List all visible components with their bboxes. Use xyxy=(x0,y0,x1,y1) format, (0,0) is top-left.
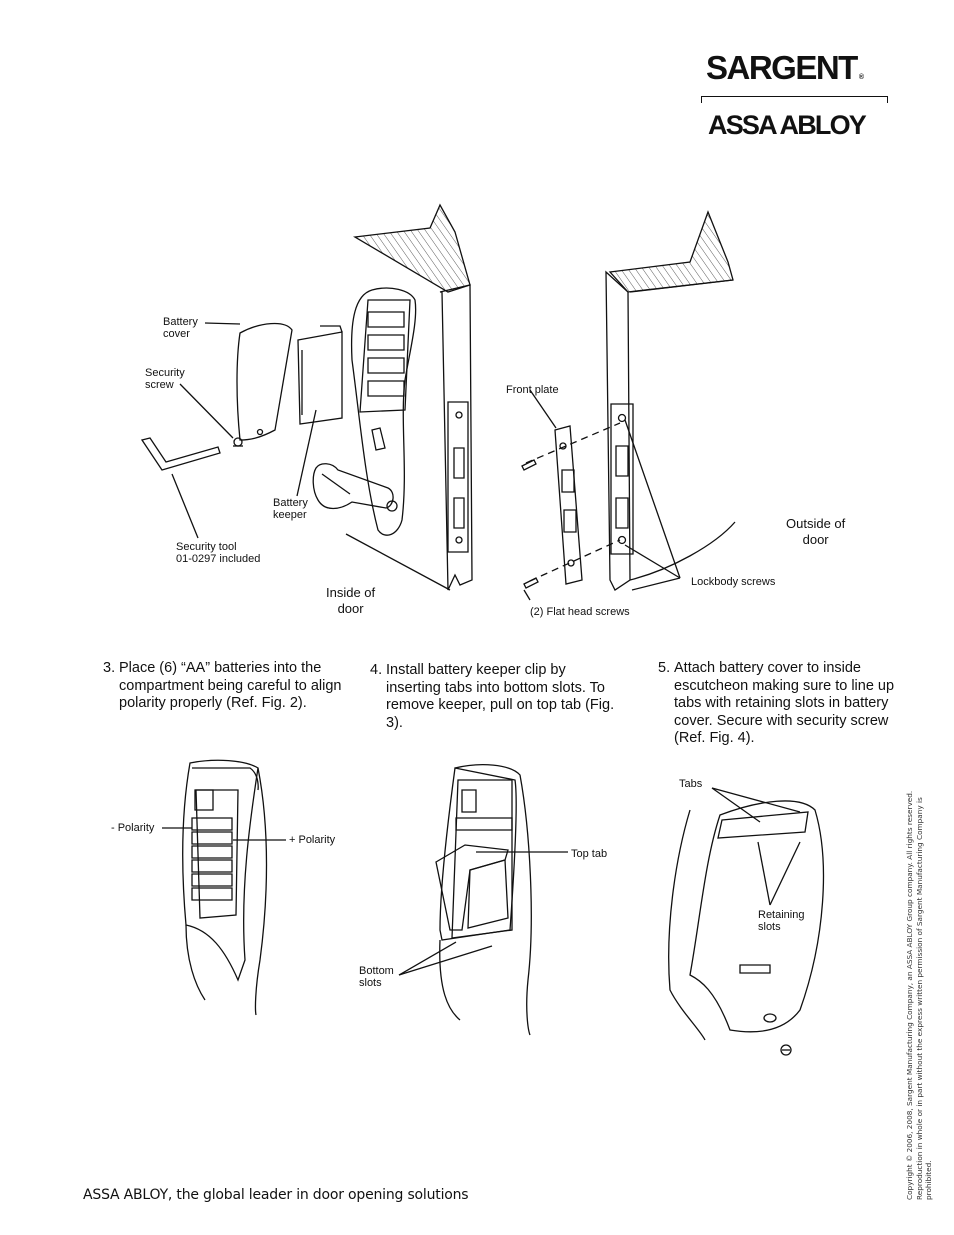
label-battery-keeper: Battery keeper xyxy=(273,497,308,521)
label-front-plate: Front plate xyxy=(506,384,559,396)
fig3-escutcheon xyxy=(436,765,531,1035)
assa-abloy-logo: ASSA ABLOY xyxy=(708,110,867,140)
flat-head-screw-bottom xyxy=(524,578,538,588)
label-battery-cover: Battery cover xyxy=(163,316,198,340)
battery-keeper-part xyxy=(298,326,342,424)
label-negative-polarity: - Polarity xyxy=(111,822,155,834)
flat-head-screw-top xyxy=(522,460,536,470)
copyright-line-1: Copyright © 2006, 2008, Sargent Manufact… xyxy=(905,790,914,1200)
inside-lockbody xyxy=(448,402,468,552)
label-security-screw: Security screw xyxy=(145,367,185,391)
step-3: 3.Place (6) “AA” batteries into the comp… xyxy=(103,660,342,711)
inside-escutcheon xyxy=(352,288,416,535)
step-4: 4.Install battery keeper clip by inserti… xyxy=(370,662,615,731)
label-positive-polarity: + Polarity xyxy=(289,834,336,846)
copyright-notice: Copyright © 2006, 2008, Sargent Manufact… xyxy=(905,780,934,1200)
label-inside-of-door: Inside of door xyxy=(326,585,376,616)
label-retaining-slots: Retaining slots xyxy=(758,909,805,933)
label-bottom-slots: Bottom slots xyxy=(359,965,394,989)
label-flat-head-screws: (2) Flat head screws xyxy=(530,606,630,618)
copyright-line-2: Reproduction in whole or in part without… xyxy=(914,797,934,1200)
fig4-battery-cover xyxy=(669,801,824,1040)
label-lockbody-screws: Lockbody screws xyxy=(691,576,776,588)
footer-tagline: ASSA ABLOY, the global leader in door op… xyxy=(83,1187,469,1203)
label-outside-of-door: Outside of door xyxy=(786,516,846,547)
label-top-tab: Top tab xyxy=(571,848,608,860)
fig4-security-screw xyxy=(781,1045,791,1055)
inside-door-panel xyxy=(346,205,472,590)
front-plate-part xyxy=(555,426,582,584)
security-tool-part xyxy=(142,438,220,470)
fig2-escutcheon xyxy=(183,760,267,1015)
battery-cover-part xyxy=(237,324,292,440)
label-security-tool: Security tool 01-0297 included xyxy=(176,541,261,565)
sargent-logo: SARGENT® xyxy=(706,49,865,86)
security-screw-part xyxy=(233,438,243,446)
label-tabs: Tabs xyxy=(679,778,703,790)
logo-divider xyxy=(701,96,888,103)
step-5: 5.Attach battery cover to inside escutch… xyxy=(658,660,895,746)
lever-handle xyxy=(313,464,393,509)
outside-door-panel xyxy=(606,212,735,590)
